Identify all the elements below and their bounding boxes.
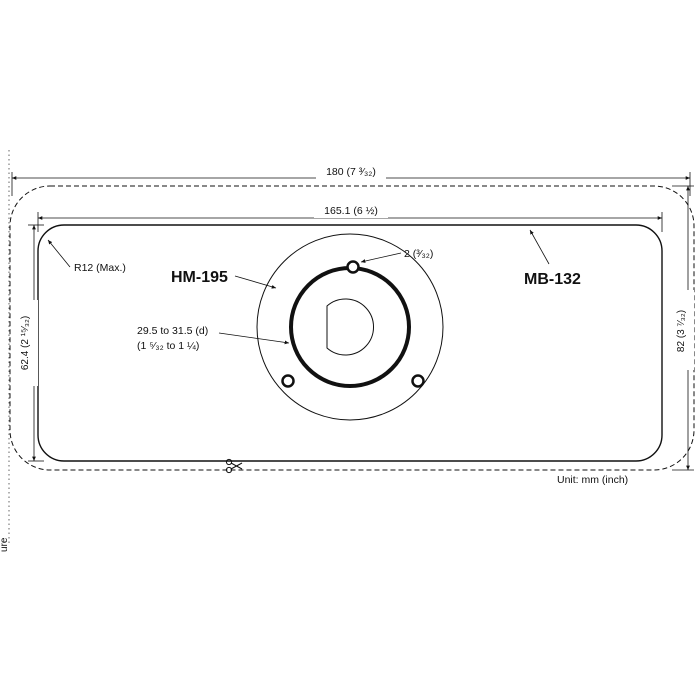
scissors-icon (225, 458, 243, 474)
model-right-label: MB-132 (524, 271, 581, 288)
outer-width-dimension: 180 (7 ³⁄₃₂) (11, 166, 691, 196)
outer-height-label: 82 (3 ⁷⁄₃₂) (676, 310, 687, 352)
ring-range-label: 29.5 to 31.5 (d) (137, 325, 208, 337)
outer-cut-outline (9, 185, 695, 471)
mount-template (256, 233, 444, 421)
inner-height-dimension: 62.4 (2 ¹⁵⁄₃₂) (18, 224, 44, 462)
mount-outer-circle (256, 233, 444, 421)
inner-height-label: 62.4 (2 ¹⁵⁄₃₂) (20, 316, 31, 370)
center-cutout (326, 298, 375, 356)
inner-width-dimension: 165.1 (6 ½) (37, 204, 663, 232)
outer-width-label: 180 (7 ³⁄₃₂) (326, 166, 376, 178)
model-right-callout: MB-132 (524, 229, 581, 288)
outer-height-dimension: 82 (3 ⁷⁄₃₂) (672, 185, 694, 471)
model-left-callout: HM-195 (171, 269, 277, 289)
inner-width-label: 165.1 (6 ½) (324, 205, 378, 217)
template-outline (37, 224, 663, 462)
edge-fragment-label: ure (0, 537, 10, 552)
mount-hole-right (411, 374, 425, 388)
model-left-label: HM-195 (171, 269, 228, 286)
hole-diameter-label: 2 (³⁄₃₂) (404, 248, 433, 260)
hole-diameter-callout: 2 (³⁄₃₂) (360, 248, 433, 263)
corner-radius-label: R12 (Max.) (74, 262, 126, 274)
ring-diameter-callout: 29.5 to 31.5 (d) (1 ⁵⁄₃₂ to 1 ¼) (137, 325, 290, 352)
mount-hole-left (281, 374, 295, 388)
mount-hole-top (346, 260, 360, 274)
unit-label: Unit: mm (inch) (557, 474, 628, 486)
mount-ring (289, 266, 411, 388)
corner-radius-note: R12 (Max.) (47, 239, 126, 274)
ring-range-inch-label: (1 ⁵⁄₃₂ to 1 ¼) (137, 340, 199, 352)
